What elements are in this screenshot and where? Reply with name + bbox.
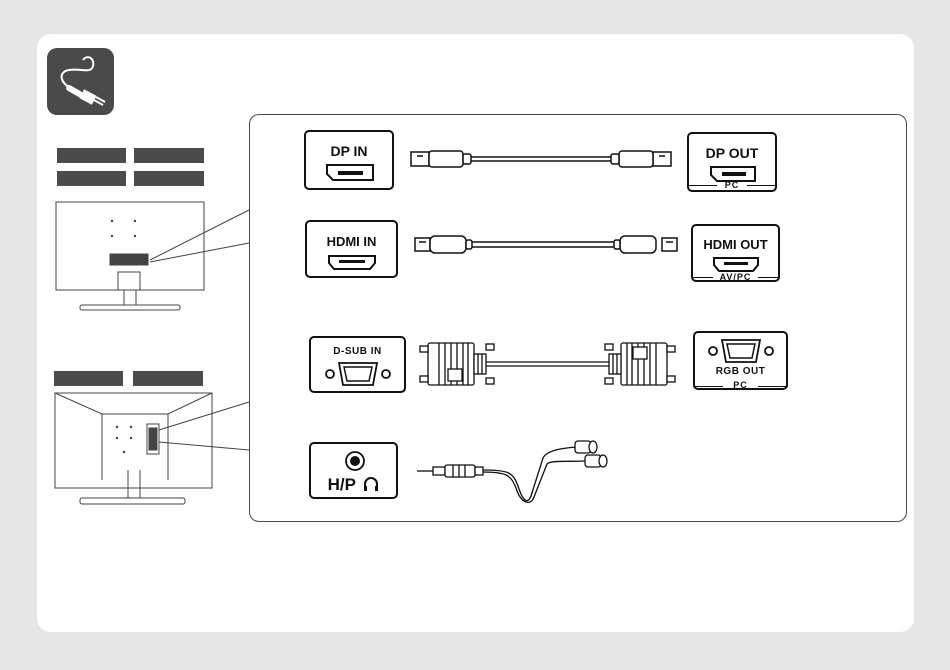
dp-in-port: DP IN — [304, 130, 394, 190]
rgb-out-label: RGB OUT — [695, 366, 786, 377]
rgb-out-port: RGB OUT PC — [693, 331, 788, 390]
hdmi-port-icon — [328, 255, 376, 270]
hdmi-out-label: HDMI OUT — [693, 237, 778, 252]
rgb-out-sub-label: PC — [695, 380, 786, 390]
vga-port-icon — [325, 361, 391, 387]
hdmi-out-sub-label: AV/PC — [693, 272, 778, 282]
vga-port-icon — [708, 338, 774, 364]
headphone-port: H/P — [309, 442, 398, 499]
dsub-in-port: D-SUB IN — [309, 336, 406, 393]
audio-jack-icon — [344, 450, 366, 472]
dp-port-icon — [326, 164, 374, 181]
hdmi-out-port: HDMI OUT AV/PC — [691, 224, 780, 282]
hdmi-cable — [410, 230, 680, 260]
dp-out-label: DP OUT — [689, 145, 775, 161]
dp-cable — [405, 142, 675, 182]
hdmi-port-icon — [713, 257, 759, 272]
headphone-icon — [363, 476, 379, 492]
dsub-in-label: D-SUB IN — [311, 346, 404, 357]
hp-label-text: H/P — [328, 475, 356, 494]
hdmi-in-port: HDMI IN — [305, 220, 398, 278]
dp-in-label: DP IN — [306, 143, 392, 159]
hdmi-in-label: HDMI IN — [307, 234, 396, 249]
hp-label: H/P — [311, 475, 396, 495]
dp-out-port: DP OUT PC — [687, 132, 777, 192]
vga-cable — [420, 340, 675, 390]
dp-out-sub-label: PC — [689, 180, 775, 190]
audio-cable — [413, 436, 613, 506]
